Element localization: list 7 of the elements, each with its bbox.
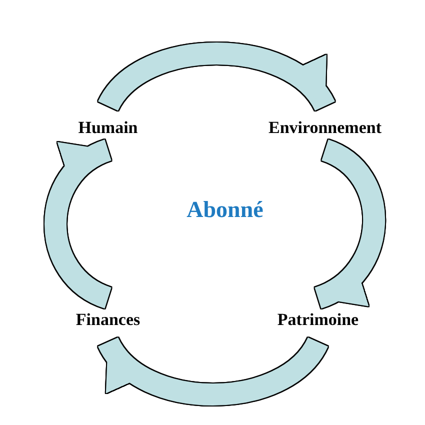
curved-block-arrow [98,336,328,406]
node-label: Humain [78,118,138,138]
center-title: Abonné [186,197,264,223]
node-label: Environnement [268,118,382,138]
node-label: Finances [76,310,140,330]
curved-block-arrow [98,42,334,112]
node-label: Patrimoine [277,310,359,330]
